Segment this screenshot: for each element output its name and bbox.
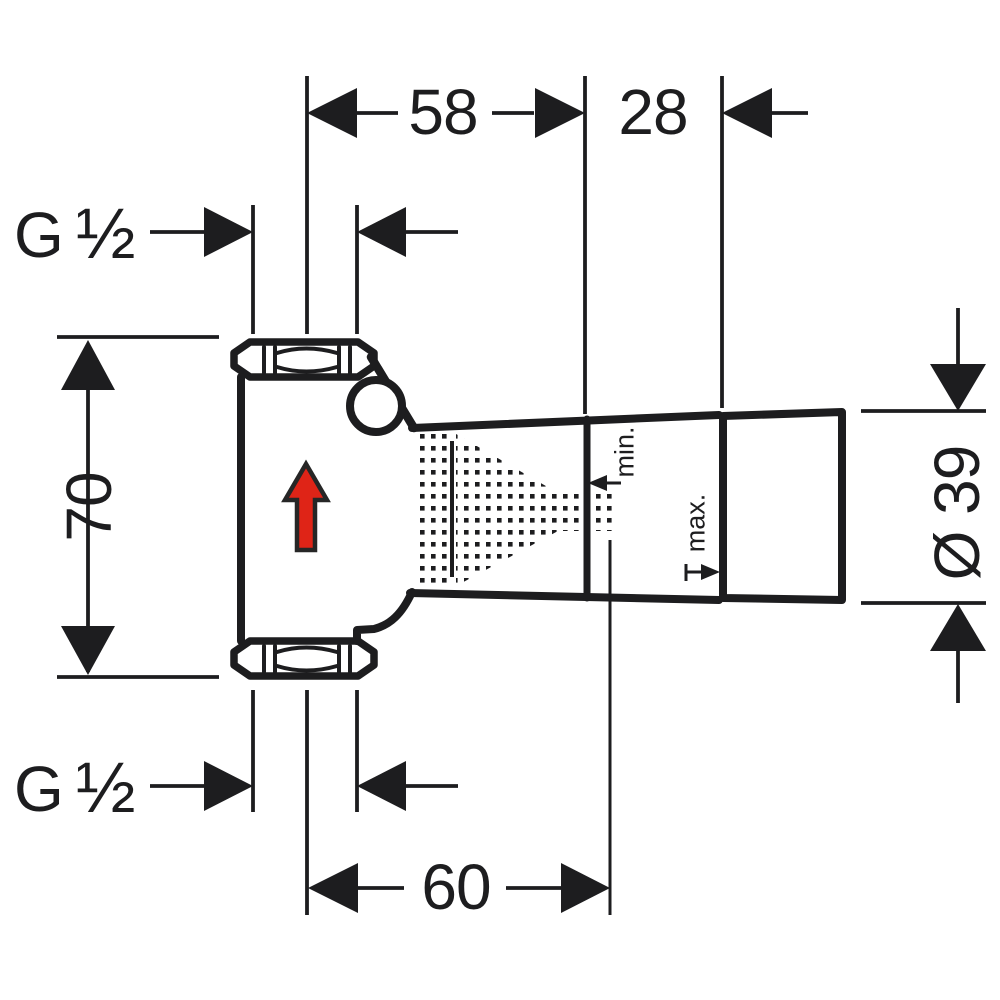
stipple-band (414, 433, 449, 587)
neck-bottom-curve (353, 588, 416, 645)
max-depth-label: max. (680, 493, 711, 553)
cartridge-bottom-edge (406, 589, 723, 604)
arrow-min-leader (588, 475, 607, 491)
dimension-lines (57, 76, 986, 915)
arrow-g-top-right (357, 207, 406, 257)
arrow-39-down (930, 364, 986, 411)
dim-58-label: 58 (408, 76, 478, 148)
cartridge-top-edge (408, 411, 723, 432)
min-depth-label: min. (609, 426, 640, 478)
thread-bottom-fraction: ½ (75, 748, 136, 829)
dimension-arrowheads (61, 88, 986, 913)
hex-nut-top-facet-lines (262, 345, 352, 375)
dim-28-label: 28 (618, 76, 688, 148)
arrow-g-bottom-left (204, 761, 253, 811)
thread-size-bottom-label: G ½ (14, 748, 136, 829)
stipple-spindle-tip (558, 493, 614, 531)
arrow-70-up (61, 340, 115, 390)
valve-body (230, 338, 846, 680)
sleeve-box (719, 408, 846, 604)
arrow-70-down (61, 626, 115, 675)
sleeve-diameter-label: Ø 39 (921, 445, 993, 581)
arrow-28-right (722, 88, 772, 138)
thread-size-top-label: G ½ (14, 194, 136, 275)
arrow-g-bottom-right (357, 761, 406, 811)
arrow-58-left (307, 88, 357, 138)
dim-70-label: 70 (53, 472, 125, 542)
arrow-g-top-left (204, 207, 253, 257)
hex-nut-bottom-facet-arcs (275, 645, 339, 673)
hex-nut-bottom (230, 637, 378, 680)
arrow-60-left (308, 863, 358, 913)
dim-60-label: 60 (421, 851, 491, 923)
arrow-max-leader (701, 564, 720, 580)
thread-top-fraction: ½ (75, 194, 136, 275)
arrow-60-right (561, 863, 610, 913)
thread-bottom-prefix: G (14, 753, 64, 825)
arrow-39-up (930, 604, 986, 651)
hex-nut-bottom-facet-lines (262, 644, 352, 674)
stipple-cone (456, 434, 558, 586)
spindle-stipple-texture (414, 433, 614, 587)
neck-port-circle (346, 376, 406, 436)
thread-top-prefix: G (14, 199, 64, 271)
flow-direction-arrow (281, 459, 331, 553)
hex-nut-top-facet-arcs (275, 346, 339, 374)
arrow-58-right (535, 88, 585, 138)
hex-nut-top (230, 338, 378, 381)
